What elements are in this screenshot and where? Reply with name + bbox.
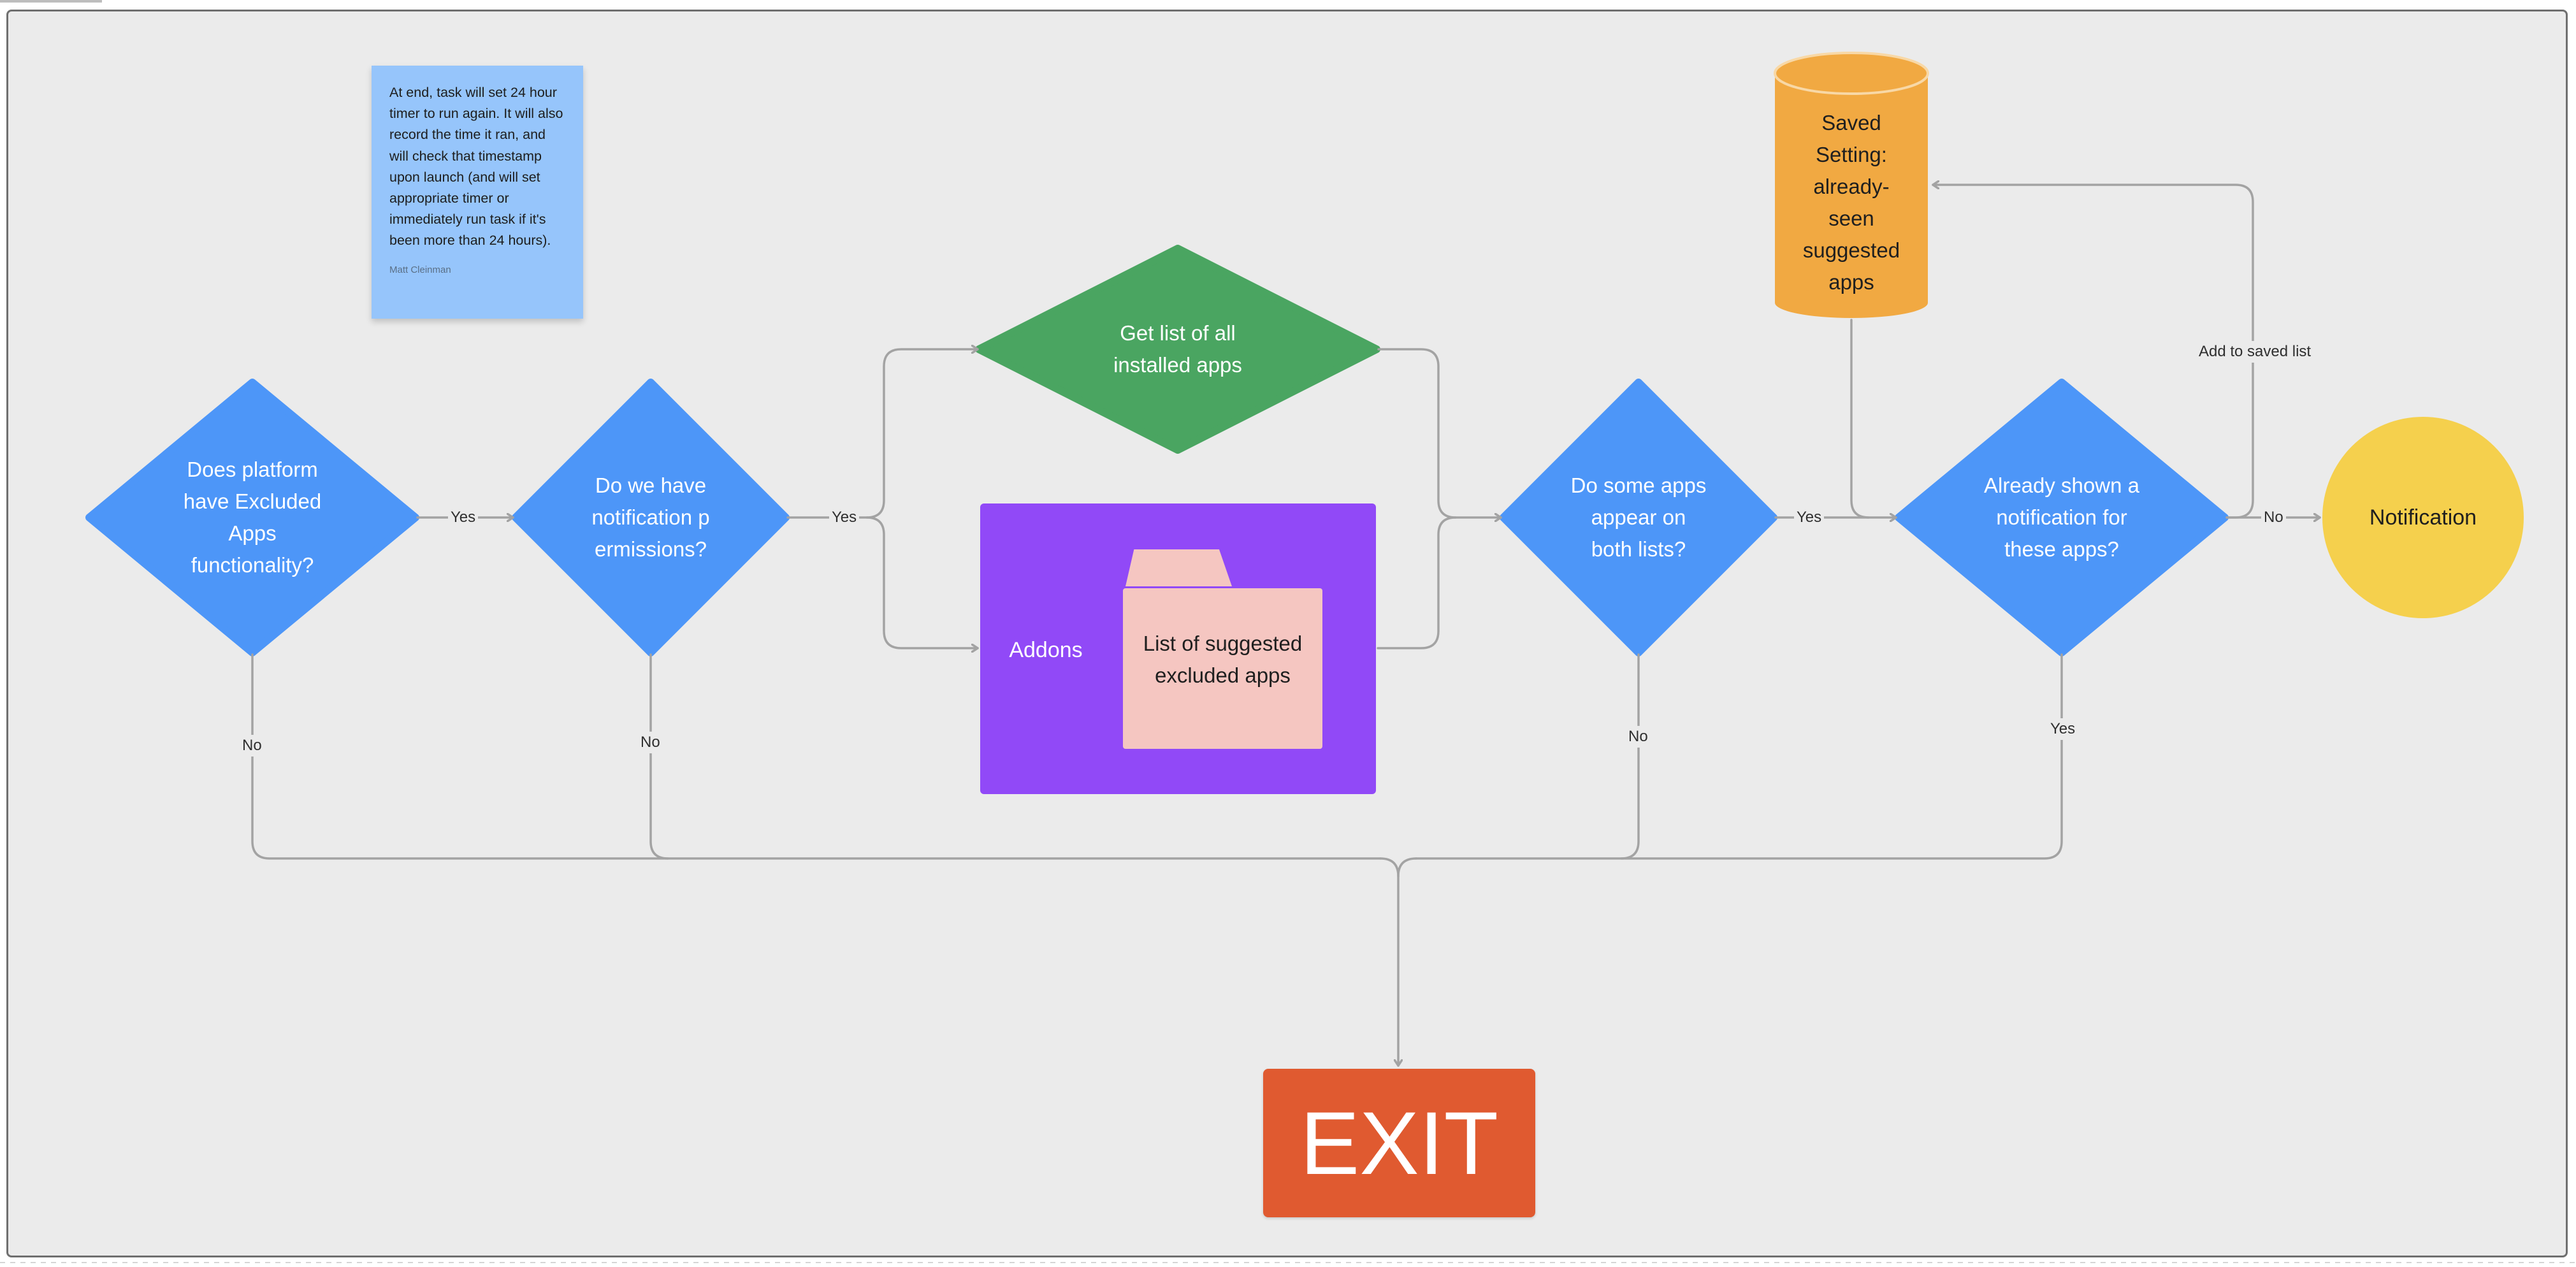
connector-merge-to-exit (1379, 857, 1398, 1067)
connector-excluded-no (251, 653, 1382, 860)
already-shown-label: Already shown a notification for these a… (1984, 474, 2139, 561)
sticky-note-text: At end, task will set 24 hour timer to r… (389, 85, 563, 249)
decision-notification-permissions[interactable] (512, 379, 790, 656)
suggested-apps-label: List of suggested excluded apps (1143, 632, 1303, 687)
get-apps-label: Get list of all installed apps (1113, 321, 1242, 377)
notification-label: Notification (2369, 505, 2477, 530)
edge-label-add-saved: Add to saved list (2196, 341, 2314, 363)
canvas-bottom-edge (0, 1262, 2576, 1263)
edge-label-yes-3: Yes (1794, 507, 1825, 528)
connector-both-no (1620, 653, 1640, 860)
sticky-note[interactable]: At end, task will set 24 hour timer to r… (372, 66, 583, 319)
datastore-saved-setting[interactable] (1774, 52, 1929, 318)
addons-label: Addons (1009, 637, 1083, 662)
edge-label-no-3: No (1626, 726, 1651, 748)
connector-addons-to-both (1377, 516, 1457, 649)
edge-label-yes-shown: Yes (2048, 718, 2078, 740)
connector-saved-to-shown (1850, 319, 1870, 519)
edge-label-yes-2: Yes (829, 507, 860, 528)
process-get-installed-apps[interactable] (975, 245, 1380, 454)
edge-label-no-notification: No (2261, 507, 2286, 528)
edge-label-no-1: No (240, 735, 264, 757)
terminal-notification[interactable] (2322, 417, 2524, 618)
saved-setting-label: Saved Setting: already-seen suggested ap… (1802, 111, 1900, 294)
connector-get-apps-to-both (1377, 348, 1502, 518)
edge-label-no-2: No (638, 732, 663, 753)
folder-icon[interactable] (1123, 588, 1322, 749)
folder-icon-tab (1125, 549, 1232, 586)
decision-apps-on-both-lists[interactable] (1500, 379, 1777, 656)
both-lists-label: Do some apps appear on both lists? (1570, 474, 1707, 561)
connector-shown-yes (1415, 653, 2063, 860)
connectors (251, 185, 2321, 1067)
decision-already-shown[interactable] (1895, 379, 2229, 656)
edge-label-yes-1: Yes (448, 507, 479, 528)
canvas-tab-indicator (0, 0, 102, 3)
connector-perms-to-addons (865, 516, 979, 648)
connector-perms-to-get-apps (786, 349, 979, 519)
notif-perms-label: Do we have notification permissions? (591, 474, 710, 561)
sticky-note-author: Matt Cleinman (389, 264, 451, 275)
connector-perms-no (649, 653, 669, 860)
exit-terminal[interactable]: EXIT (1263, 1069, 1535, 1217)
decision-excluded-apps[interactable] (85, 379, 419, 656)
excluded-apps-label: Does platform have Excluded Apps functio… (183, 458, 322, 577)
